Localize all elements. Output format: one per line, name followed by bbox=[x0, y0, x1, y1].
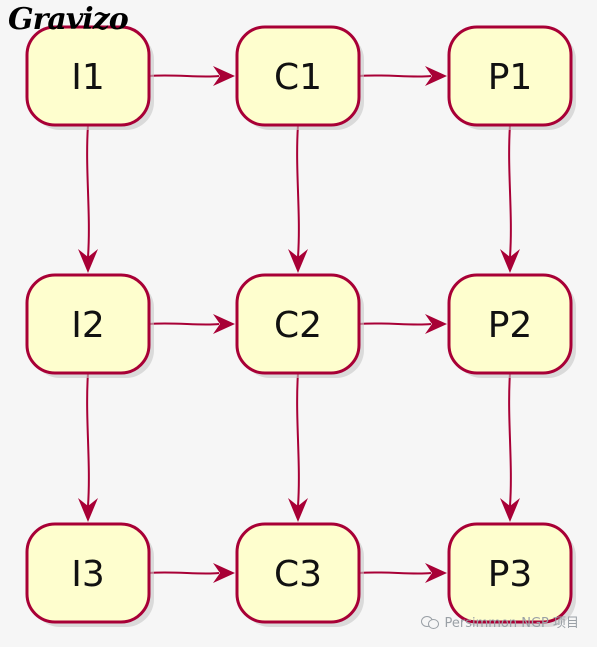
edge-line bbox=[148, 74, 220, 78]
edge-C1-C2 bbox=[288, 124, 308, 273]
gravizo-logo: Gravizo bbox=[8, 2, 129, 37]
edge-I2-I3 bbox=[78, 372, 98, 522]
node-I2: I2 bbox=[25, 273, 154, 378]
edge-line bbox=[148, 571, 220, 575]
edge-line bbox=[296, 372, 300, 507]
node-I3: I3 bbox=[25, 522, 154, 627]
edge-I1-C1 bbox=[148, 66, 235, 86]
arrowhead bbox=[425, 314, 447, 334]
edges-layer bbox=[78, 66, 520, 583]
edge-line bbox=[86, 372, 90, 507]
watermark: Persimmon NGP 项目 bbox=[421, 612, 579, 631]
arrowhead bbox=[425, 66, 447, 86]
node-box bbox=[447, 522, 573, 624]
arrowhead bbox=[500, 498, 520, 522]
node-P1: P1 bbox=[447, 25, 576, 130]
edge-C1-P1 bbox=[358, 66, 447, 86]
node-I1: I1 bbox=[25, 25, 154, 130]
watermark-text: Persimmon NGP 项目 bbox=[444, 616, 579, 631]
node-label: I1 bbox=[71, 57, 105, 98]
edge-line bbox=[358, 74, 432, 78]
node-C3: C3 bbox=[235, 522, 364, 627]
edge-line bbox=[296, 124, 300, 258]
edge-line bbox=[148, 322, 220, 326]
arrowhead bbox=[288, 498, 308, 522]
edge-I3-C3 bbox=[148, 563, 235, 583]
edge-C3-P3 bbox=[358, 563, 447, 583]
node-box bbox=[447, 25, 573, 127]
node-box bbox=[235, 522, 361, 624]
node-P3: P3 bbox=[447, 522, 576, 627]
node-C2: C2 bbox=[235, 273, 364, 378]
node-box bbox=[25, 522, 151, 624]
node-label: P1 bbox=[488, 57, 533, 98]
arrowhead bbox=[288, 249, 308, 273]
node-C1: C1 bbox=[235, 25, 364, 130]
edge-line bbox=[86, 124, 90, 258]
edge-C2-P2 bbox=[358, 314, 447, 334]
node-label: C2 bbox=[274, 305, 322, 346]
node-box bbox=[25, 273, 151, 375]
edge-line bbox=[508, 372, 512, 507]
node-label: C1 bbox=[274, 57, 322, 98]
node-P2: P2 bbox=[447, 273, 576, 378]
edge-P2-P3 bbox=[500, 372, 520, 522]
arrowhead bbox=[213, 314, 235, 334]
edge-P1-P2 bbox=[500, 124, 520, 273]
arrowhead bbox=[78, 498, 98, 522]
edge-C2-C3 bbox=[288, 372, 308, 522]
node-box bbox=[235, 273, 361, 375]
edge-line bbox=[358, 571, 432, 575]
node-box bbox=[235, 25, 361, 127]
edge-I1-I2 bbox=[78, 124, 98, 273]
node-label: P3 bbox=[488, 554, 533, 595]
arrowhead bbox=[78, 249, 98, 273]
node-box bbox=[447, 273, 573, 375]
node-label: I2 bbox=[71, 305, 105, 346]
node-label: C3 bbox=[274, 554, 322, 595]
edge-line bbox=[508, 124, 512, 258]
arrowhead bbox=[500, 249, 520, 273]
edge-line bbox=[358, 322, 432, 326]
wechat-icon bbox=[421, 615, 440, 629]
edge-I2-C2 bbox=[148, 314, 235, 334]
arrowhead bbox=[425, 563, 447, 583]
node-label: P2 bbox=[488, 305, 533, 346]
node-box bbox=[25, 25, 151, 127]
arrowhead bbox=[213, 563, 235, 583]
node-label: I3 bbox=[71, 554, 105, 595]
arrowhead bbox=[213, 66, 235, 86]
